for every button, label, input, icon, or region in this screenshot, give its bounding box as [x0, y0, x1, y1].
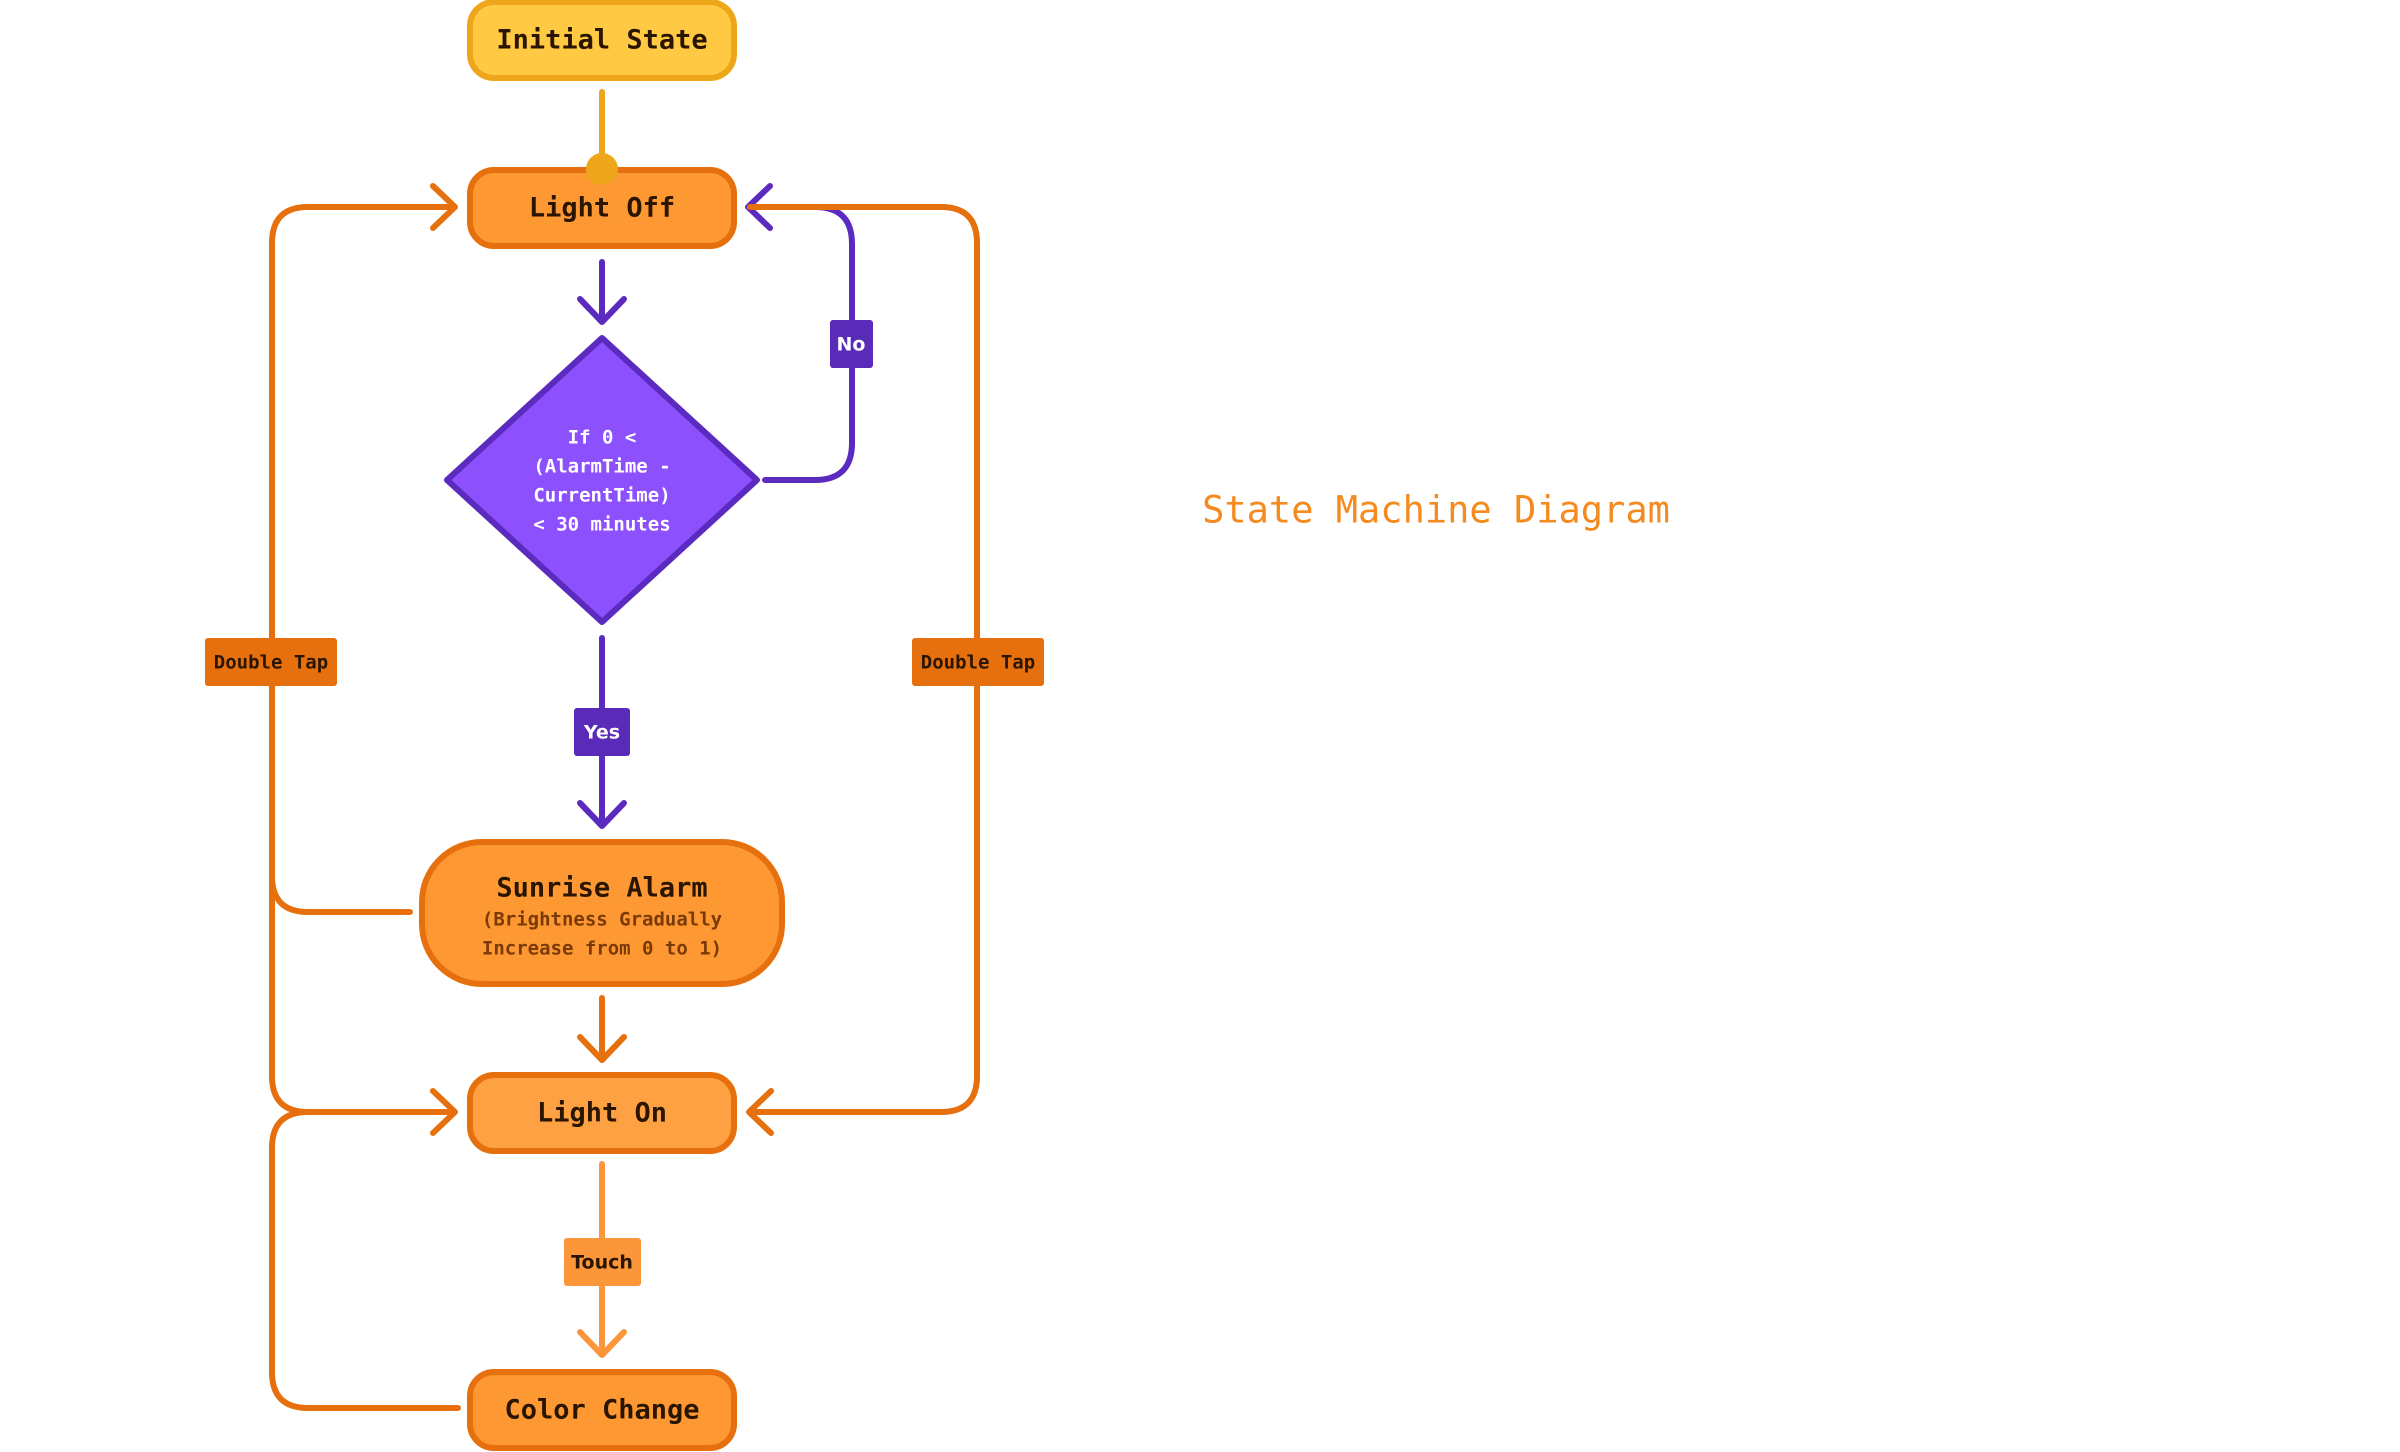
label-double-tap-left-text: Double Tap — [214, 652, 328, 674]
edge-light-off-to-condition — [577, 259, 627, 325]
label-no-text: No — [837, 334, 866, 356]
arrowhead-right-light-on — [746, 1088, 774, 1136]
sunrise-alarm-title: Sunrise Alarm — [496, 873, 707, 904]
node-color-change: Color Change — [467, 1369, 737, 1451]
initial-transition-dot — [586, 153, 618, 185]
condition-line-4: < 30 minutes — [533, 514, 670, 536]
sunrise-alarm-subtitle-2: Increase from 0 to 1) — [482, 938, 722, 960]
label-touch: Touch — [564, 1238, 641, 1286]
color-change-label: Color Change — [504, 1395, 699, 1426]
node-condition: If 0 < (AlarmTime - CurrentTime) < 30 mi… — [444, 335, 760, 625]
label-touch-text: Touch — [571, 1252, 633, 1274]
condition-line-1: If 0 < — [568, 427, 637, 449]
label-yes: Yes — [574, 708, 630, 756]
label-yes-text: Yes — [583, 722, 620, 744]
node-sunrise-alarm: Sunrise Alarm (Brightness Gradually Incr… — [419, 839, 785, 987]
label-double-tap-right: Double Tap — [912, 638, 1044, 686]
label-no: No — [830, 320, 873, 368]
initial-state-label: Initial State — [496, 25, 707, 56]
sunrise-alarm-subtitle-1: (Brightness Gradually — [482, 909, 722, 931]
condition-line-3: CurrentTime) — [533, 485, 670, 507]
node-light-on: Light On — [467, 1072, 737, 1154]
light-on-label: Light On — [537, 1098, 667, 1129]
label-double-tap-left: Double Tap — [205, 638, 337, 686]
diagram-caption: State Machine Diagram — [1202, 489, 1670, 532]
edge-sunrise-to-left-loop — [269, 873, 413, 915]
condition-line-2: (AlarmTime - — [533, 456, 670, 478]
label-double-tap-right-text: Double Tap — [921, 652, 1035, 674]
light-off-label: Light Off — [529, 193, 675, 224]
node-initial-state: Initial State — [467, 0, 737, 81]
edge-sunrise-to-light-on — [577, 995, 627, 1063]
edge-color-change-loop — [269, 1109, 461, 1411]
arrowhead-left-light-off — [430, 183, 458, 231]
